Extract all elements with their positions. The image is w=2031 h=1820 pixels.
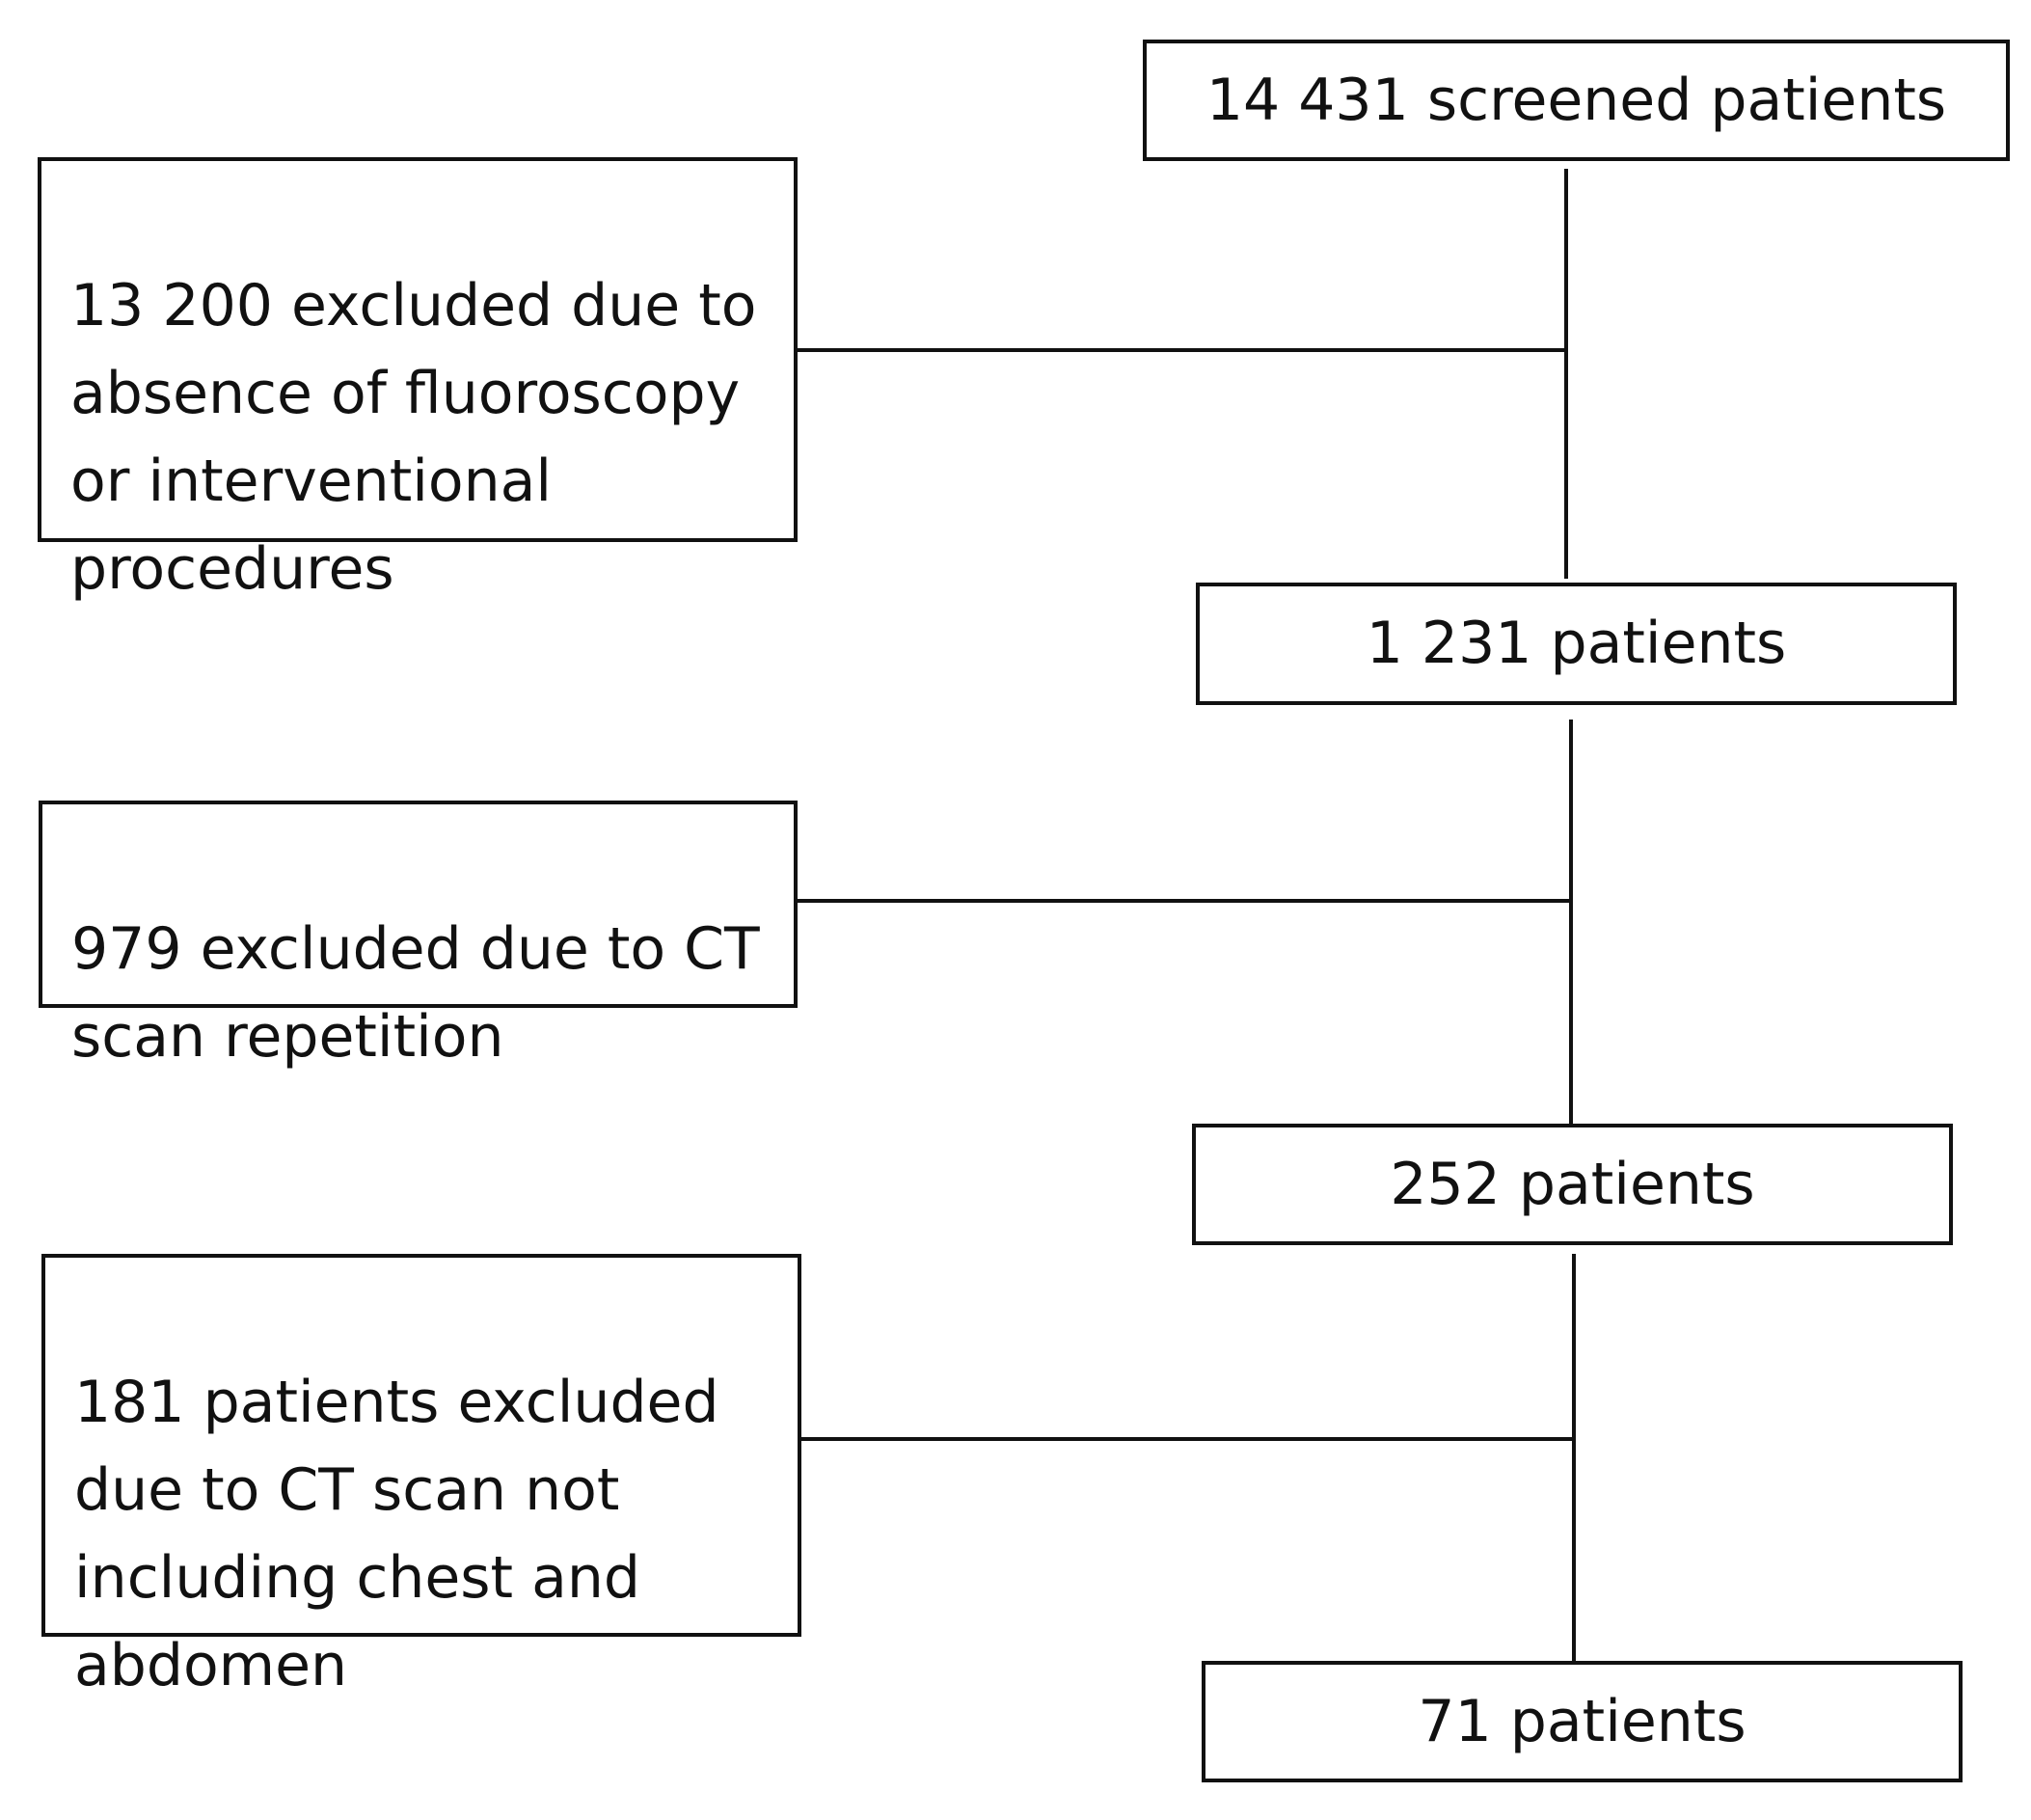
connector-vertical-3: [1572, 1254, 1576, 1661]
step-screened-label: 14 431 screened patients: [1205, 66, 1947, 134]
step-screened-box: 14 431 screened patients: [1143, 40, 2010, 161]
connector-horizontal-1: [798, 348, 1568, 352]
step-after-second-box: 252 patients: [1192, 1124, 1953, 1245]
exclusion-second-label: 979 excluded due to CT scan repetition: [71, 915, 760, 1071]
step-final-box: 71 patients: [1202, 1661, 1963, 1782]
step-after-second-label: 252 patients: [1390, 1150, 1755, 1218]
connector-horizontal-2: [798, 899, 1573, 903]
exclusion-third-label: 181 patients excluded due to CT scan not…: [74, 1369, 719, 1699]
exclusion-first-label: 13 200 excluded due to absence of fluoro…: [70, 272, 757, 603]
exclusion-third-box: 181 patients excluded due to CT scan not…: [41, 1254, 801, 1699]
exclusion-first-box: 13 200 excluded due to absence of fluoro…: [38, 157, 798, 603]
connector-vertical-1: [1564, 169, 1568, 579]
connector-horizontal-3: [801, 1437, 1576, 1441]
step-after-first-box: 1 231 patients: [1196, 583, 1957, 705]
step-after-first-label: 1 231 patients: [1366, 610, 1787, 677]
exclusion-second-box: 979 excluded due to CT scan repetition: [39, 801, 798, 1071]
connector-vertical-2: [1569, 720, 1573, 1124]
step-final-label: 71 patients: [1418, 1687, 1747, 1755]
